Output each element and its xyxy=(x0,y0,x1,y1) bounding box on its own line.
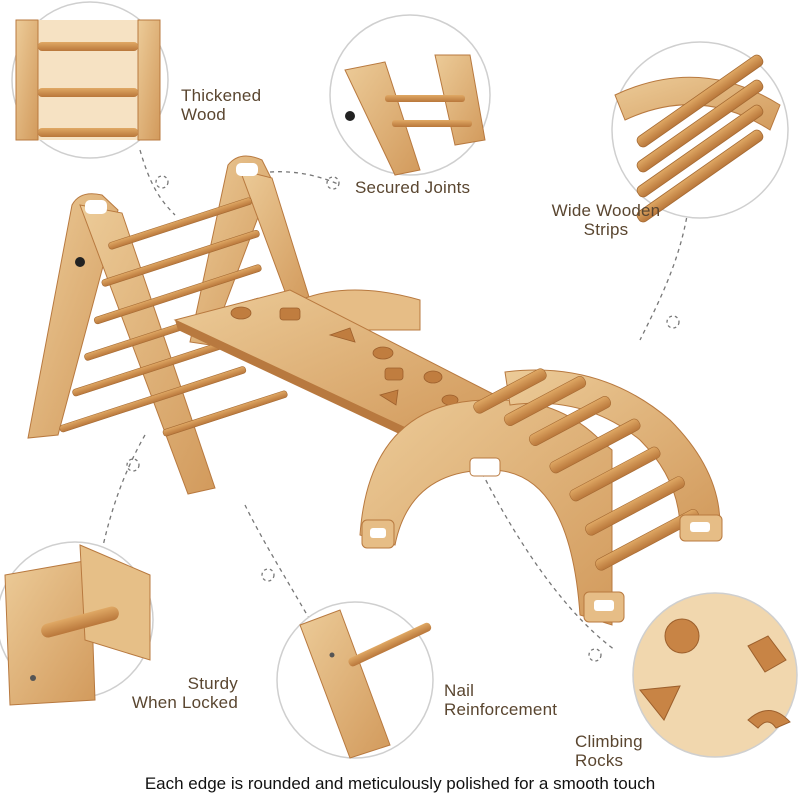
sturdy-when-locked-badge xyxy=(0,541,154,706)
wide-wooden-strips-badge xyxy=(611,41,789,223)
climbing-rocks-label: Climbing Rocks xyxy=(575,732,643,770)
thickened-wood-badge xyxy=(11,1,169,159)
thickened-wood-label: Thickened Wood xyxy=(181,86,262,124)
nail-reinforcement-label: Nail Reinforcement xyxy=(444,681,558,719)
rocking-arch xyxy=(359,368,723,626)
secured-joints-label: Secured Joints xyxy=(355,178,471,197)
caption: Each edge is rounded and meticulously po… xyxy=(144,774,656,793)
wide-wooden-strips-label: Wide Wooden Strips xyxy=(551,201,661,239)
connector-loops xyxy=(126,175,680,662)
sturdy-when-locked-label: Sturdy When Locked xyxy=(131,674,238,712)
climbing-ramp xyxy=(173,289,497,440)
climbing-rocks-badge xyxy=(632,592,798,758)
nail-reinforcement-badge xyxy=(276,601,434,759)
triangle-climber xyxy=(27,155,311,495)
secured-joints-badge xyxy=(329,14,491,176)
